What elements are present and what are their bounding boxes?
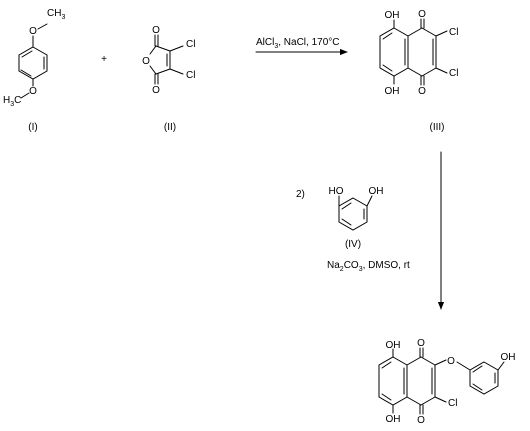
plus-sign: +: [101, 54, 107, 65]
atom-o: O: [142, 56, 150, 67]
atom-cl: Cl: [448, 398, 457, 409]
reaction-conditions: Na2CO3, DMSO, rt: [327, 260, 410, 273]
step-number: 2): [296, 189, 305, 200]
compound-label: (IV): [345, 239, 361, 250]
atom-o: O: [417, 338, 425, 349]
compound-label: (II): [164, 122, 176, 133]
atom-oh: OH: [369, 186, 384, 197]
atom-ho: HO: [329, 186, 344, 197]
atom-cl: Cl: [186, 70, 195, 81]
reaction-conditions: AlCl3, NaCl, 170°C: [256, 37, 340, 50]
atom-o: O: [152, 85, 160, 96]
compound-iv: HO OH (IV): [329, 186, 384, 250]
atom-h3c: H3C: [3, 95, 21, 108]
atom-cl: Cl: [449, 68, 458, 79]
compound-iii: OH OH O O Cl Cl (III): [379, 9, 458, 133]
compound-label: (III): [430, 122, 445, 133]
atom-ch3: CH3: [47, 8, 65, 21]
atom-o: O: [29, 26, 37, 37]
atom-o: O: [29, 86, 37, 97]
compound-i: O CH3 O H3C (I): [3, 8, 65, 133]
reaction-arrow-2: 2) Na2CO3, DMSO, rt: [296, 151, 445, 310]
atom-oh: OH: [501, 352, 516, 363]
reaction-arrow-1: AlCl3, NaCl, 170°C: [255, 37, 348, 56]
atom-o: O: [418, 9, 426, 20]
atom-cl: Cl: [186, 39, 195, 50]
compound-label: (I): [28, 122, 37, 133]
atom-oh: OH: [385, 86, 400, 97]
atom-cl: Cl: [449, 27, 458, 38]
compound-product: OH OH O O O Cl OH: [378, 338, 516, 426]
atom-oh: OH: [385, 10, 400, 21]
atom-o: O: [152, 25, 160, 36]
atom-oh: OH: [386, 340, 401, 351]
atom-oh: OH: [386, 414, 401, 425]
atom-o: O: [447, 356, 455, 367]
atom-o: O: [417, 415, 425, 426]
atom-o: O: [418, 86, 426, 97]
compound-ii: O O O Cl Cl (II): [142, 25, 195, 133]
